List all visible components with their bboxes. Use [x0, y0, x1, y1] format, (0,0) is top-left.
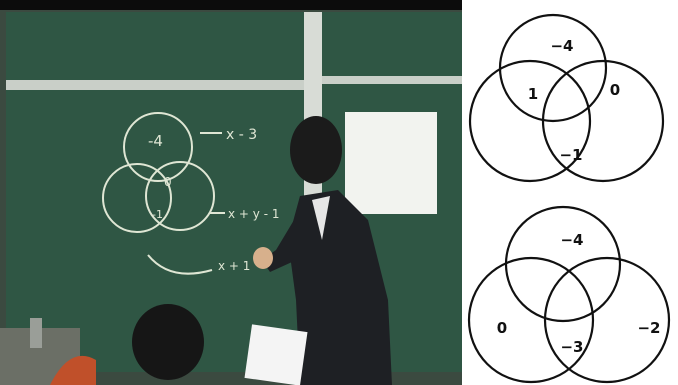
- venn-top-circle-upper: [498, 13, 608, 123]
- venn-top-label-right-overlap: 0: [610, 81, 620, 99]
- venn-top: −4 1 0 −1: [468, 13, 665, 183]
- venn-bottom-label-upper: −4: [560, 231, 583, 249]
- chalk-right-value: 0: [164, 175, 172, 189]
- chalk-top-value: -4: [148, 132, 163, 150]
- venn-top-circle-left: [468, 59, 592, 183]
- chalk-venn: [102, 112, 225, 275]
- board-rail-right: [322, 76, 462, 84]
- venn-bottom-circle-upper: [504, 205, 622, 323]
- venn-bottom: −4 0 −2 −3: [467, 205, 671, 384]
- chalk-expr-2: x + y - 1: [228, 207, 279, 221]
- chalk-center-value: -1: [152, 208, 163, 221]
- venn-bottom-label-right: −2: [637, 319, 660, 337]
- student-head: [132, 304, 204, 380]
- venn-diagrams: −4 1 0 −1 −4 0 −2 −3: [467, 13, 671, 384]
- venn-bottom-circle-left: [467, 256, 595, 384]
- teacher-papers: [244, 324, 308, 385]
- teacher-head: [290, 116, 342, 184]
- teacher-shirt: [312, 196, 330, 240]
- chalk-expr-3: x + 1: [218, 259, 250, 273]
- venn-bottom-label-left: 0: [497, 319, 507, 337]
- venn-top-label-upper: −4: [550, 37, 573, 55]
- teacher: [244, 116, 392, 385]
- classroom-photo: -4 0 -1 x - 3 x + y - 1 x + 1: [0, 0, 462, 385]
- venn-top-label-bottom-overlap: −1: [559, 146, 582, 164]
- teacher-suit: [288, 190, 392, 385]
- paper-sheet: [345, 112, 437, 214]
- teacher-arm: [262, 210, 312, 272]
- teacher-hand: [253, 247, 273, 269]
- chalk-arrow-3: [147, 254, 213, 275]
- classroom-scene: -4 0 -1 x - 3 x + y - 1 x + 1: [0, 0, 462, 385]
- top-frame: [0, 0, 462, 10]
- venn-bottom-label-overlap: −3: [560, 338, 583, 356]
- chalk-circle-right: [145, 161, 215, 231]
- chalk-circle-left: [102, 163, 172, 233]
- venn-top-circle-right: [541, 59, 665, 183]
- board-rail-left: [6, 80, 304, 90]
- faucet: [30, 318, 42, 348]
- venn-diagrams-panel: −4 1 0 −1 −4 0 −2 −3: [462, 0, 678, 385]
- chalk-expr-1: x - 3: [226, 127, 257, 143]
- venn-top-label-left-overlap: 1: [528, 85, 538, 103]
- venn-bottom-circle-right: [543, 256, 671, 384]
- chalk-circle-top: [123, 112, 193, 182]
- red-object: [50, 355, 96, 385]
